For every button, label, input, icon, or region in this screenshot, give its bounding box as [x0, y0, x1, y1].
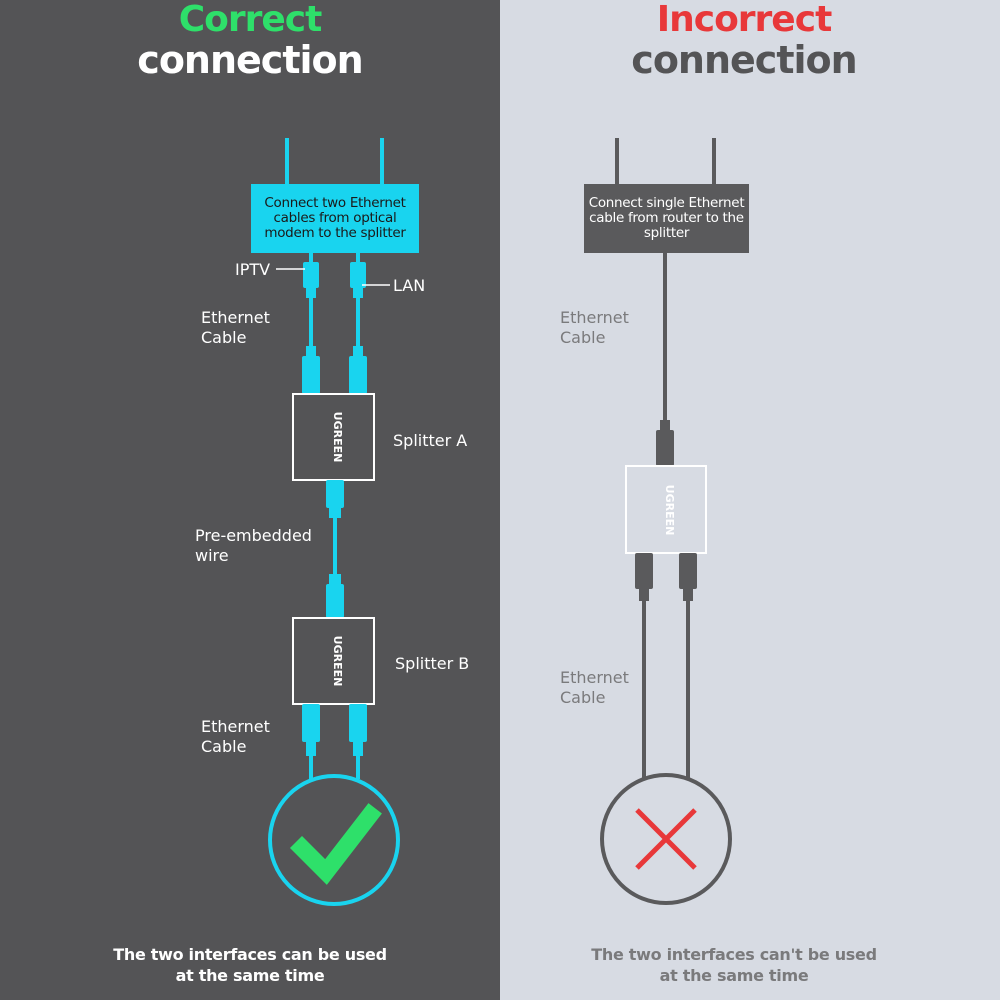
- correct-wiring-diagram: UGREEN UGREEN: [268, 138, 400, 906]
- splitter-a-brand: UGREEN: [331, 412, 344, 463]
- result-circle-incorrect: [600, 773, 732, 905]
- splitter-a-plug-right: [349, 346, 367, 394]
- incorrect-subtitle: connection: [631, 38, 857, 82]
- single-plug: [656, 420, 674, 466]
- incorrect-title: Incorrect: [656, 0, 833, 40]
- correct-panel: Correct connection: [0, 0, 500, 1000]
- label-ethernet-cable-bottom: Ethernet Cable: [201, 717, 270, 756]
- cross-icon: [635, 808, 697, 870]
- incorrect-panel: Incorrect connection UGREEN: [500, 0, 1000, 1000]
- incorrect-wiring-diagram: UGREEN: [600, 138, 732, 905]
- incorrect-instruction-box: Connect single Ethernet cable from route…: [584, 184, 749, 253]
- splitter-a-plug-left: [302, 346, 320, 394]
- splitter-b-top-plug: [326, 574, 344, 618]
- splitter-incorrect-brand: UGREEN: [663, 485, 676, 536]
- correct-caption-line1: The two interfaces can be used: [113, 945, 387, 964]
- label-iptv: IPTV: [235, 260, 271, 279]
- result-circle-correct: [268, 774, 400, 906]
- splitter-b-brand: UGREEN: [331, 636, 344, 687]
- incorrect-caption: The two interfaces can't be used at the …: [484, 944, 984, 986]
- incorrect-caption-line2: at the same time: [659, 966, 809, 985]
- check-icon: [289, 803, 382, 885]
- lan-plug: [350, 262, 366, 298]
- splitter-b-plug-left: [302, 704, 320, 756]
- incorrect-plug-left: [635, 553, 653, 601]
- incorrect-caption-line1: The two interfaces can't be used: [591, 945, 877, 964]
- label-ethernet-cable-top-incorrect: Ethernet Cable: [560, 308, 629, 347]
- label-pre-embedded-wire: Pre-embedded wire: [195, 526, 312, 565]
- label-lan: LAN: [393, 276, 426, 295]
- iptv-plug: [303, 262, 319, 298]
- splitter-a-bottom-plug: [326, 480, 344, 518]
- correct-instruction-box: Connect two Ethernet cables from optical…: [251, 184, 419, 253]
- label-ethernet-cable-top: Ethernet Cable: [201, 308, 270, 347]
- incorrect-plug-right: [679, 553, 697, 601]
- splitter-incorrect: [625, 465, 707, 554]
- splitter-b-plug-right: [349, 704, 367, 756]
- label-splitter-a: Splitter A: [393, 431, 468, 450]
- label-splitter-b: Splitter B: [395, 654, 470, 673]
- correct-caption: The two interfaces can be used at the sa…: [0, 944, 500, 986]
- splitter-b: [292, 617, 375, 705]
- label-ethernet-cable-bottom-incorrect: Ethernet Cable: [560, 668, 629, 707]
- correct-subtitle: connection: [137, 38, 363, 82]
- correct-caption-line2: at the same time: [175, 966, 325, 985]
- correct-title: Correct: [178, 0, 323, 40]
